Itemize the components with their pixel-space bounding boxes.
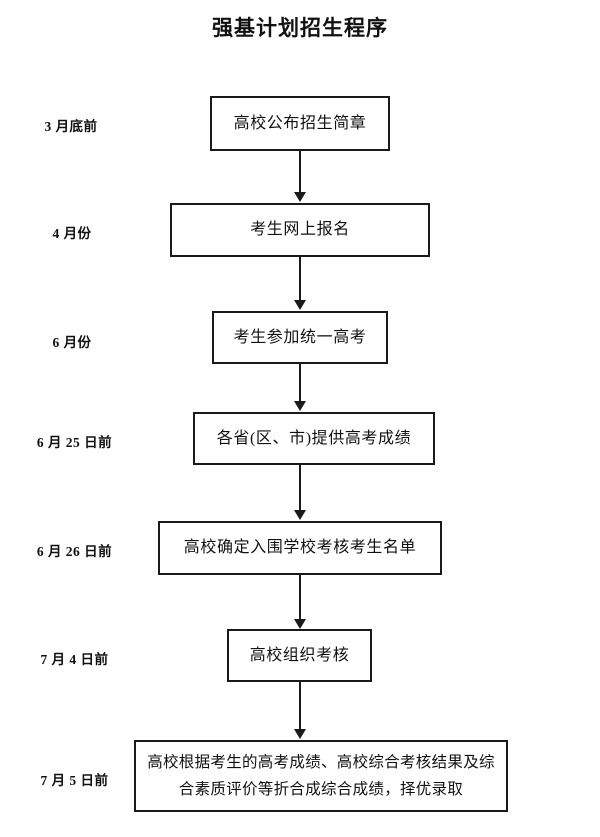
arrow-1-to-2 [293, 151, 307, 202]
stage-label-4: 6 月 25 日前 [36, 435, 113, 450]
stage-label-3: 6 月份 [52, 335, 92, 350]
flow-box-4[interactable]: 各省(区、市)提供高考成绩 [193, 412, 435, 465]
flow-box-3[interactable]: 考生参加统一高考 [212, 311, 388, 364]
arrow-5-to-6 [293, 575, 307, 629]
arrow-2-to-3 [293, 257, 307, 310]
flow-box-2[interactable]: 考生网上报名 [170, 203, 430, 257]
stage-label-1: 3 月底前 [44, 119, 98, 134]
flow-box-5[interactable]: 高校确定入围学校考核考生名单 [158, 521, 442, 575]
arrow-3-to-4 [293, 364, 307, 411]
arrow-6-to-7 [293, 682, 307, 739]
stage-label-2: 4 月份 [52, 226, 92, 241]
flow-box-7[interactable]: 高校根据考生的高考成绩、高校综合考核结果及综合素质评价等折合成综合成绩，择优录取 [134, 740, 508, 812]
stage-label-6: 7 月 4 日前 [40, 652, 109, 667]
stage-label-7: 7 月 5 日前 [40, 773, 109, 788]
flow-box-6[interactable]: 高校组织考核 [227, 629, 372, 682]
page-title: 强基计划招生程序 [212, 16, 388, 40]
flow-box-1[interactable]: 高校公布招生简章 [210, 96, 390, 151]
arrow-4-to-5 [293, 465, 307, 520]
stage-label-5: 6 月 26 日前 [36, 544, 113, 559]
